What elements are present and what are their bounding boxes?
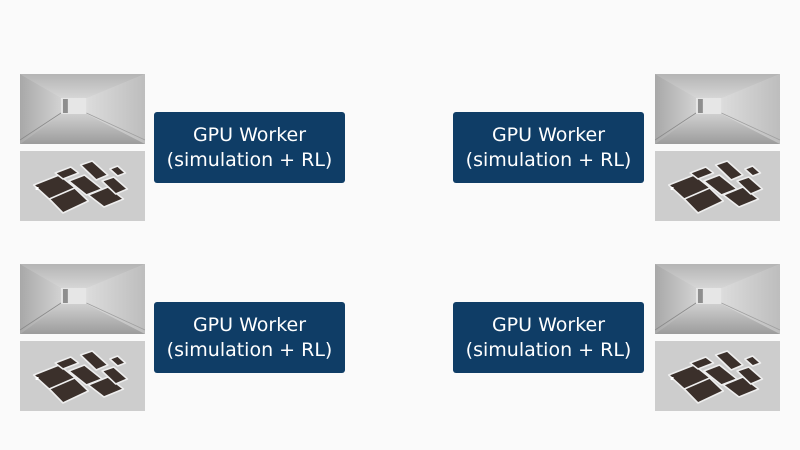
gpu-worker-title: GPU Worker — [491, 123, 606, 146]
gpu-worker-subtitle: (simulation + RL) — [166, 148, 333, 171]
gpu-worker-subtitle: (simulation + RL) — [166, 338, 333, 361]
floor-plan-view — [655, 341, 780, 411]
floor-plan-view — [655, 151, 780, 221]
room-camera-view — [655, 264, 780, 334]
room-camera-view — [655, 74, 780, 144]
gpu-worker-subtitle: (simulation + RL) — [465, 338, 632, 361]
floor-plan-view — [20, 341, 145, 411]
gpu-worker-box: GPU Worker (simulation + RL) — [453, 302, 644, 373]
gpu-worker-box: GPU Worker (simulation + RL) — [154, 112, 345, 183]
gpu-worker-title: GPU Worker — [192, 123, 307, 146]
gpu-worker-subtitle: (simulation + RL) — [465, 148, 632, 171]
gpu-worker-box: GPU Worker (simulation + RL) — [453, 112, 644, 183]
room-camera-view — [20, 74, 145, 144]
gpu-worker-title: GPU Worker — [192, 313, 307, 336]
room-camera-view — [20, 264, 145, 334]
gpu-worker-title: GPU Worker — [491, 313, 606, 336]
floor-plan-view — [20, 151, 145, 221]
gpu-worker-box: GPU Worker (simulation + RL) — [154, 302, 345, 373]
